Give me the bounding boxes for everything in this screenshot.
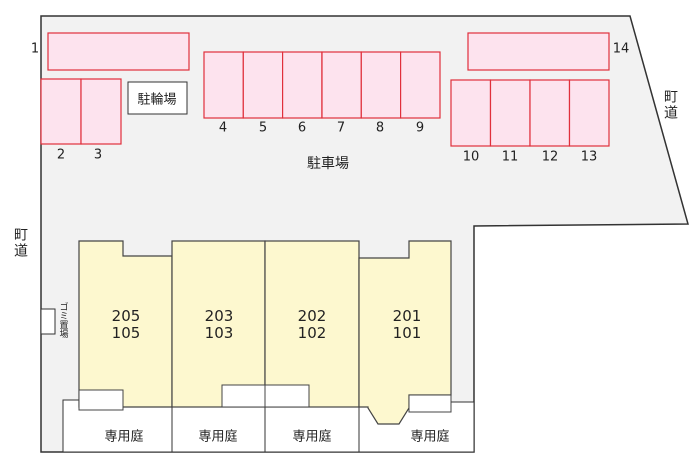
parking-space-number: 10: [462, 149, 480, 165]
entrance-103: [221, 384, 266, 408]
unit-upper: 205: [111, 307, 141, 325]
parking-space-5: [242, 51, 284, 119]
parking-space-number: 9: [415, 120, 425, 136]
parking-space-8: [360, 51, 402, 119]
bicycle-parking: [127, 81, 188, 115]
parking-label: 駐車場: [307, 156, 349, 172]
parking-space-number: 6: [297, 120, 307, 136]
parking-space-4: [203, 51, 244, 119]
parking-space-number: 11: [501, 149, 519, 165]
garden-label: 専用庭: [104, 429, 144, 445]
parking-space-number: 8: [375, 120, 385, 136]
parking-space-2: [40, 78, 82, 145]
garden-label: 専用庭: [410, 429, 450, 445]
parking-space-1: [47, 32, 190, 71]
garbage-area: [40, 308, 56, 335]
unit-upper: 202: [297, 307, 327, 325]
parking-space-6: [282, 51, 323, 119]
parking-space-number: 5: [258, 120, 268, 136]
parking-space-number: 1: [30, 41, 40, 57]
bicycle-parking-label: 駐輪場: [137, 92, 177, 108]
parking-space-12: [529, 79, 571, 147]
parking-space-10: [450, 79, 492, 147]
entrance-102: [264, 384, 310, 408]
unit-203-103: [171, 240, 266, 408]
unit-upper: 203: [204, 307, 234, 325]
garden-103: [171, 406, 266, 453]
parking-space-7: [321, 51, 362, 119]
parking-space-number: 7: [336, 120, 346, 136]
unit-lower: 105: [111, 324, 141, 342]
parking-space-number: 3: [93, 147, 103, 163]
parking-space-9: [400, 51, 441, 119]
garbage-label: ゴミ置場: [57, 302, 68, 338]
parking-space-13: [568, 79, 610, 147]
garden-label: 専用庭: [198, 429, 238, 445]
unit-202-102: [264, 240, 360, 408]
parking-space-number: 4: [218, 120, 228, 136]
unit-upper: 201: [392, 307, 422, 325]
unit-lower: 103: [204, 324, 234, 342]
parking-space-number: 2: [56, 147, 66, 163]
parking-space-number: 14: [612, 41, 630, 57]
parking-space-number: 12: [541, 149, 559, 165]
unit-lower: 102: [297, 324, 327, 342]
garden-label: 専用庭: [292, 429, 332, 445]
entrance-101: [408, 394, 452, 413]
parking-space-3: [80, 78, 122, 145]
entrance-105: [78, 389, 124, 411]
unit-lower: 101: [392, 324, 422, 342]
parking-space-14: [467, 32, 610, 71]
road-left-label: 町道: [12, 227, 28, 259]
road-right-label: 町道: [662, 89, 678, 121]
parking-space-number: 13: [580, 149, 598, 165]
parking-space-11: [489, 79, 531, 147]
